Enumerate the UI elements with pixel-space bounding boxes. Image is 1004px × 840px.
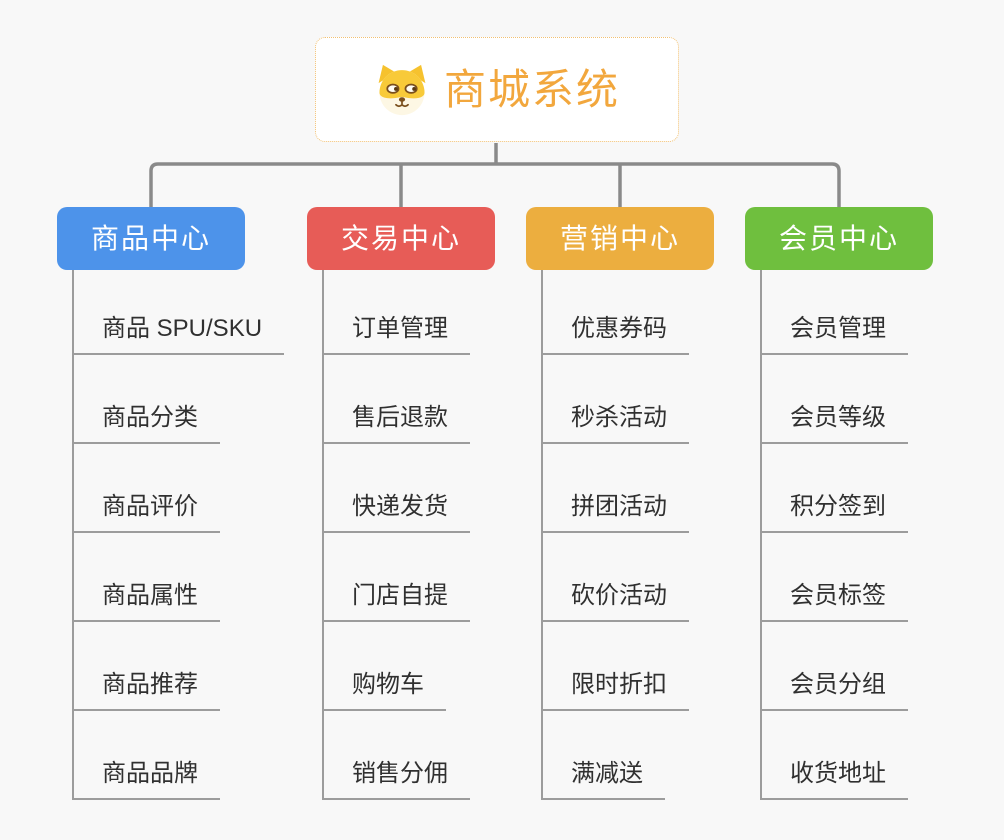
child-label: 销售分佣: [352, 760, 448, 788]
branch-children: 订单管理 售后退款 快递发货 门店自提 购物车 销售分佣: [322, 270, 495, 800]
child-label: 拼团活动: [571, 493, 667, 521]
child-label: 收货地址: [790, 760, 886, 788]
child-label: 商品分类: [102, 404, 198, 432]
child-node[interactable]: 售后退款: [322, 355, 470, 444]
branch-3: 营销中心 优惠券码 秒杀活动 拼团活动 砍价活动 限时折扣 满减送: [526, 207, 714, 800]
child-label: 商品品牌: [102, 760, 198, 788]
branch-label: 营销中心: [559, 222, 680, 254]
child-label: 订单管理: [352, 315, 448, 343]
child-node[interactable]: 快递发货: [322, 444, 470, 533]
child-label: 砍价活动: [571, 582, 667, 610]
child-node[interactable]: 会员标签: [760, 533, 908, 622]
child-label: 满减送: [571, 760, 643, 788]
child-label: 限时折扣: [571, 671, 667, 699]
child-label: 购物车: [352, 671, 424, 699]
child-label: 秒杀活动: [571, 404, 667, 432]
child-label: 商品评价: [102, 493, 198, 521]
branch-node[interactable]: 交易中心: [307, 207, 495, 270]
child-node[interactable]: 购物车: [322, 622, 446, 711]
child-node[interactable]: 满减送: [541, 711, 665, 800]
child-label: 门店自提: [352, 582, 448, 610]
child-node[interactable]: 限时折扣: [541, 622, 689, 711]
child-node[interactable]: 商品评价: [72, 444, 220, 533]
root-node[interactable]: 商城系统: [315, 37, 679, 142]
child-node[interactable]: 积分签到: [760, 444, 908, 533]
child-node[interactable]: 订单管理: [322, 270, 470, 355]
branch-node[interactable]: 商品中心: [57, 207, 245, 270]
child-node[interactable]: 优惠券码: [541, 270, 689, 355]
branch-children: 商品 SPU/SKU 商品分类 商品评价 商品属性 商品推荐 商品品牌: [72, 270, 285, 800]
child-node[interactable]: 销售分佣: [322, 711, 470, 800]
branch-label: 商品中心: [90, 222, 211, 254]
child-node[interactable]: 商品推荐: [72, 622, 220, 711]
child-node[interactable]: 收货地址: [760, 711, 908, 800]
child-label: 会员标签: [790, 582, 886, 610]
branch-children: 优惠券码 秒杀活动 拼团活动 砍价活动 限时折扣 满减送: [541, 270, 714, 800]
child-node[interactable]: 会员分组: [760, 622, 908, 711]
child-label: 售后退款: [352, 404, 448, 432]
child-node[interactable]: 会员管理: [760, 270, 908, 355]
child-node[interactable]: 商品 SPU/SKU: [72, 270, 285, 355]
child-label: 会员管理: [790, 315, 886, 343]
branch-node[interactable]: 营销中心: [526, 207, 714, 270]
branch-label: 会员中心: [778, 222, 899, 254]
branch-children: 会员管理 会员等级 积分签到 会员标签 会员分组 收货地址: [760, 270, 933, 800]
child-node[interactable]: 会员等级: [760, 355, 908, 444]
branch-1: 商品中心 商品 SPU/SKU 商品分类 商品评价 商品属性 商品推荐 商品品牌: [57, 207, 285, 800]
branch-elbow-line: [149, 162, 841, 208]
child-label: 积分签到: [790, 493, 886, 521]
child-node[interactable]: 秒杀活动: [541, 355, 689, 444]
root-title: 商城系统: [443, 65, 620, 113]
child-label: 商品 SPU/SKU: [102, 315, 263, 343]
child-label: 商品属性: [102, 582, 198, 610]
child-node[interactable]: 砍价活动: [541, 533, 689, 622]
branch-4: 会员中心 会员管理 会员等级 积分签到 会员标签 会员分组 收货地址: [745, 207, 933, 800]
child-label: 会员分组: [790, 671, 886, 699]
child-node[interactable]: 商品属性: [72, 533, 220, 622]
child-label: 快递发货: [352, 493, 448, 521]
branch-2: 交易中心 订单管理 售后退款 快递发货 门店自提 购物车 销售分佣: [307, 207, 495, 800]
child-label: 优惠券码: [571, 315, 667, 343]
child-node[interactable]: 商品品牌: [72, 711, 220, 800]
dog-face-icon: [378, 64, 426, 115]
child-node[interactable]: 门店自提: [322, 533, 470, 622]
branch-node[interactable]: 会员中心: [745, 207, 933, 270]
branch-label: 交易中心: [340, 222, 461, 254]
child-node[interactable]: 拼团活动: [541, 444, 689, 533]
child-node[interactable]: 商品分类: [72, 355, 220, 444]
child-label: 商品推荐: [102, 671, 198, 699]
child-label: 会员等级: [790, 404, 886, 432]
